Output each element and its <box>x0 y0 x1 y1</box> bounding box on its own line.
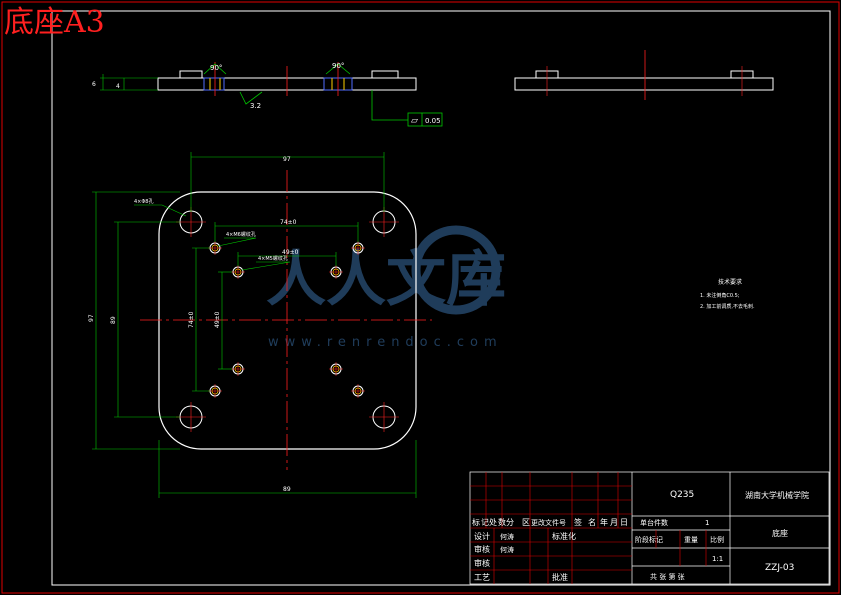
dim-inner-small-v: 49±0 <box>214 311 221 328</box>
title-block: 标 记 处 数 分 区 更改文件号 签 名 年 月 日 设计 何涛 标准化 审核… <box>469 471 830 585</box>
title-block-name: 何涛 <box>500 545 514 554</box>
thread-hole <box>208 241 222 255</box>
technical-notes: 技术要求 1. 未注倒角C0.5; 2. 加工前调质,不去毛刺. <box>700 278 755 310</box>
thread-hole <box>351 241 365 255</box>
title-block-role: 设计 <box>474 531 490 541</box>
watermark-url: www.renrendoc.com <box>268 335 503 350</box>
drawing-number: ZZJ-03 <box>765 563 794 573</box>
title-block-header: 签 <box>574 517 582 527</box>
corner-hole <box>176 402 206 432</box>
quantity: 1 <box>705 519 709 527</box>
title-block-name: 何涛 <box>500 532 514 541</box>
pin-hole <box>231 265 245 279</box>
part-count-label: 单台件数 <box>640 518 668 527</box>
title-block-header: 数 <box>498 517 506 527</box>
title-block-header: 名 <box>588 517 596 527</box>
callout-thread-holes: 4×M6螺纹孔 <box>226 231 256 238</box>
sheet-title: 底座A3 <box>4 5 105 40</box>
dim-overall-bottom: 89 <box>283 486 291 493</box>
side-view <box>514 50 774 100</box>
material: Q235 <box>670 490 694 500</box>
section-view: 90° 90° 6 4 3.2 ⏥ 0.05 <box>92 62 443 127</box>
title-block-header: 记 <box>481 518 489 527</box>
callout-corner-holes: 4×Φ8孔 <box>134 198 154 205</box>
corner-hole <box>369 402 399 432</box>
title-block-header: 日 <box>620 518 628 527</box>
scale-value: 1:1 <box>712 555 723 563</box>
pin-hole <box>329 362 343 376</box>
angle-label-left: 90° <box>210 64 222 72</box>
notes-item: 1. 未注倒角C0.5; <box>700 292 740 299</box>
thread-hole <box>208 384 222 398</box>
pin-hole <box>329 265 343 279</box>
dim-outer-height: 89 <box>110 316 117 324</box>
thread-hole <box>351 384 365 398</box>
roughness-value: 3.2 <box>250 102 261 110</box>
section-boss-right <box>371 70 399 79</box>
base-plate-outline <box>158 191 417 450</box>
top-view: 97 74±0 49±0 97 89 74±0 49±0 89 4×Φ8孔 4×… <box>88 152 432 498</box>
flatness-frame <box>407 112 443 127</box>
title-block-header: 处 <box>489 517 497 527</box>
notes-item: 2. 加工前调质,不去毛刺. <box>700 303 755 310</box>
dim-overall-width: 97 <box>283 156 291 163</box>
title-block-header: 分 <box>506 518 514 527</box>
dim-overall-height: 97 <box>88 314 95 322</box>
ratio-label: 比例 <box>710 535 724 544</box>
title-block-header: 年 <box>600 517 608 527</box>
title-block-role: 工艺 <box>474 573 490 582</box>
title-block-header: 更改文件号 <box>531 518 566 527</box>
notes-title: 技术要求 <box>718 278 742 286</box>
pin-hole <box>231 362 245 376</box>
watermark: 人人文库 www.renrendoc.com <box>266 225 506 350</box>
inner-border <box>51 10 831 586</box>
title-block-role: 审核 <box>474 558 490 568</box>
flatness-symbol: ⏥ <box>411 116 418 126</box>
section-hole-left <box>203 77 225 91</box>
part-name: 底座 <box>772 528 788 538</box>
angle-label-right: 90° <box>332 62 344 70</box>
watermark-brand: 人人文库 <box>266 245 506 315</box>
dim-inner-height: 74±0 <box>188 311 195 328</box>
flatness-value: 0.05 <box>425 117 441 125</box>
weight-label: 重量 <box>684 536 698 544</box>
title-block-extra: 批准 <box>552 572 568 582</box>
callout-pin-holes: 4×M5螺纹孔 <box>258 255 288 262</box>
dim-inner-small: 49±0 <box>282 249 299 256</box>
title-block-header: 区 <box>522 518 530 527</box>
title-block-header: 月 <box>610 518 618 527</box>
thickness-inner-dim: 4 <box>116 83 120 90</box>
thickness-dim: 6 <box>92 81 96 88</box>
section-boss-left <box>179 70 203 79</box>
title-block-extra: 标准化 <box>552 531 576 541</box>
title-block-role: 审核 <box>474 544 490 554</box>
title-block-header: 标 <box>472 517 480 527</box>
school-name: 湖南大学机械学院 <box>745 490 809 500</box>
stage-label: 阶段标记 <box>635 535 663 544</box>
dim-inner-width: 74±0 <box>280 219 297 226</box>
sheets-label: 共 张 第 张 <box>650 572 685 581</box>
